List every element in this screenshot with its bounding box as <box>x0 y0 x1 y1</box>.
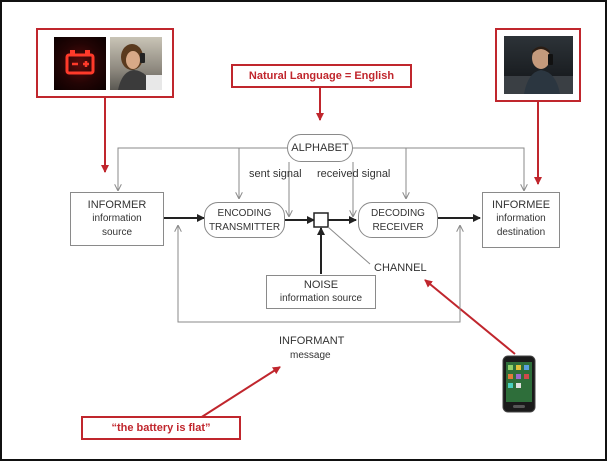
feedback-loop <box>178 226 460 323</box>
informee-photo-frame <box>495 28 581 102</box>
decoder-subtitle: RECEIVER <box>372 222 424 233</box>
channel-label: CHANNEL <box>374 262 427 274</box>
man-phone-photo <box>504 36 573 94</box>
informant-title: INFORMANT <box>279 335 345 347</box>
informer-subtitle: information source <box>92 213 142 238</box>
informer-title: INFORMER <box>87 199 147 211</box>
informee-node: INFORMEE information destination <box>482 192 560 248</box>
message-callout: “the battery is flat” <box>81 416 241 440</box>
alphabet-connectors <box>118 147 524 216</box>
informant-subtitle: message <box>290 350 331 361</box>
received-signal-label: received signal <box>317 168 391 180</box>
informer-node: INFORMER information source <box>70 192 164 246</box>
noise-title: NOISE <box>303 279 339 291</box>
battery-warning-icon <box>54 37 106 90</box>
decoder-title: DECODING <box>371 208 425 219</box>
encoder-title: ENCODING <box>217 208 272 219</box>
language-callout: Natural Language = English <box>231 64 412 88</box>
red-arrow-message <box>196 366 281 421</box>
sent-signal-label: sent signal <box>249 168 302 180</box>
encoder-subtitle: TRANSMITTER <box>208 222 281 233</box>
smartphone-icon <box>502 355 536 413</box>
noise-node: NOISE information source <box>266 275 376 309</box>
red-arrow-channel <box>424 279 516 355</box>
channel-junction <box>313 212 329 228</box>
encoder-node: ENCODING TRANSMITTER <box>204 202 285 238</box>
alphabet-label: ALPHABET <box>291 142 349 154</box>
woman-phone-photo <box>110 37 162 90</box>
channel-pointer <box>327 226 371 265</box>
noise-subtitle: information source <box>279 293 363 304</box>
informer-photo-frame <box>36 28 174 98</box>
alphabet-node: ALPHABET <box>287 134 353 162</box>
informee-title: INFORMEE <box>491 199 551 211</box>
signal-flow <box>164 214 481 274</box>
informee-subtitle: information destination <box>496 213 546 238</box>
decoder-node: DECODING RECEIVER <box>358 202 438 238</box>
